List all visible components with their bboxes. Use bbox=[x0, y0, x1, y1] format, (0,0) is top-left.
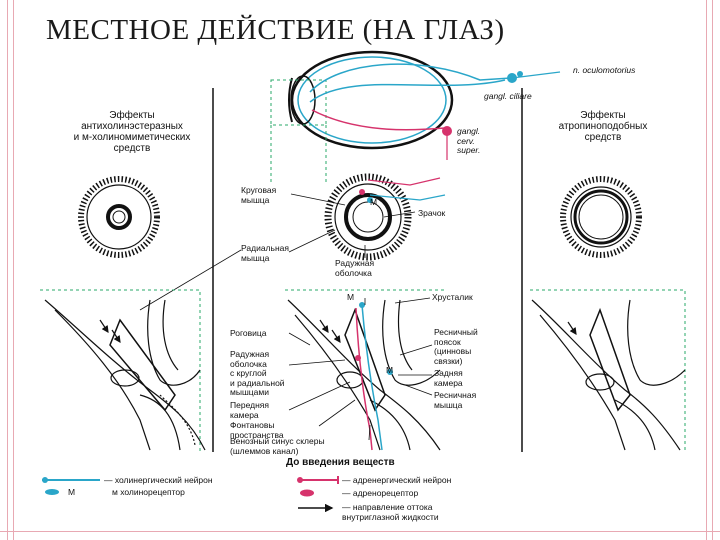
frame-line-right bbox=[712, 0, 713, 540]
frame-line-right-inner bbox=[706, 0, 707, 540]
label-fontanovy-prostranstva: Фонтановы пространства bbox=[230, 420, 284, 440]
label-rogovitsa: Роговица bbox=[230, 328, 267, 338]
legend-cholinergic-neuron: — холинергический нейрон bbox=[104, 475, 213, 485]
heading-left: Эффекты антихолинэстеразных и м-холиноми… bbox=[73, 110, 191, 154]
iris-left bbox=[78, 176, 160, 258]
label-do-vvedeniya: До введения веществ bbox=[286, 457, 395, 468]
label-n-oculomotorius: n. oculomotorius bbox=[573, 65, 636, 75]
label-radialnaya-myshtsa: Радиальная мышца bbox=[241, 243, 289, 263]
frame-line-left bbox=[7, 0, 8, 540]
frame-line-bottom bbox=[0, 531, 720, 532]
label-m-iris: М bbox=[370, 197, 378, 207]
angle-section-right bbox=[531, 299, 686, 451]
eyeball-section bbox=[288, 50, 454, 150]
frame-line-left-inner bbox=[13, 0, 14, 540]
adrenergic-neuron-icon bbox=[297, 476, 339, 484]
legend-adrenergic-neuron: — адренергический нейрон bbox=[342, 475, 452, 485]
label-gangl-ciliare: gangl. ciliare bbox=[484, 91, 532, 101]
legend-outflow: — направление оттока внутриглазной жидко… bbox=[342, 502, 439, 522]
label-venozny-sinus: Венозный синус склеры (шлеммов канал) bbox=[230, 436, 325, 456]
angle-section-left bbox=[44, 299, 206, 451]
cholinergic-neuron-icon bbox=[42, 477, 100, 483]
label-gangl-cerv-super: gangl. cerv. super. bbox=[457, 126, 481, 155]
label-zrachok: Зрачок bbox=[418, 208, 446, 218]
legend-m-letter: М bbox=[68, 487, 76, 497]
legend-adrenoreceptor: — адренорецептор bbox=[342, 488, 419, 498]
legend-m-receptor: м холинорецептор bbox=[112, 487, 185, 497]
label-resnichnaya-myshtsa: Ресничная мышца bbox=[434, 390, 477, 410]
label-m-mid: М bbox=[386, 365, 394, 375]
label-perednyaya-kamera: Передняя камера bbox=[230, 400, 269, 420]
label-krugovaya-myshtsa: Круговая мышца bbox=[241, 185, 277, 205]
label-resnichny-poyasok: Ресничный поясок (цинновы связки) bbox=[434, 327, 478, 366]
label-zadnyaya-kamera: Задняя камера bbox=[434, 368, 463, 388]
slide-title: МЕСТНОЕ ДЕЙСТВИЕ (НА ГЛАЗ) bbox=[46, 14, 505, 46]
label-m-section: М bbox=[347, 292, 355, 302]
label-raduzhnaya-s-kruglymi: Радужная оболочка с круглой и радиальной… bbox=[230, 349, 285, 397]
iris-right bbox=[560, 176, 642, 258]
label-raduzhnaya-obolochka: Радужная оболочка bbox=[335, 258, 375, 278]
m-receptor-icon bbox=[45, 489, 59, 495]
iris-center bbox=[324, 173, 412, 261]
adrenoreceptor-icon bbox=[300, 489, 314, 497]
label-hrustalik: Хрусталик bbox=[432, 292, 473, 302]
heading-right: Эффекты атропиноподобных средств bbox=[558, 110, 648, 143]
